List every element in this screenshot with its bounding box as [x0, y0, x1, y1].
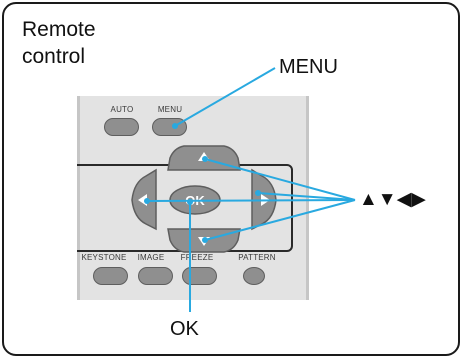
- left-callout-line: [146, 199, 356, 202]
- pattern-button[interactable]: [243, 267, 265, 285]
- down-callout-line: [204, 199, 356, 241]
- right-callout-dot: [255, 190, 261, 196]
- down-callout-dot: [202, 237, 208, 243]
- arrows-callout-label: ▲▼◀▶: [359, 189, 426, 210]
- auto-button[interactable]: [104, 118, 139, 136]
- pattern-button-label: PATTERN: [238, 253, 276, 262]
- right-callout-line: [257, 192, 356, 201]
- left-arrow-icon: [138, 194, 147, 206]
- title-line-1: Remote: [22, 18, 96, 41]
- figure-title: Remote control: [22, 16, 96, 70]
- remote-edge-left: [77, 96, 80, 300]
- up-callout-line: [204, 158, 356, 201]
- callout-lines: [146, 67, 356, 312]
- keystone-button-label: KEYSTONE: [81, 253, 127, 262]
- menu-callout-label: MENU: [279, 56, 338, 78]
- title-line-2: control: [22, 45, 86, 68]
- ok-callout-label: OK: [170, 318, 199, 340]
- keystone-button[interactable]: [93, 267, 128, 285]
- auto-button-label: AUTO: [110, 105, 134, 114]
- image-button[interactable]: [138, 267, 173, 285]
- up-callout-dot: [202, 156, 208, 162]
- remote-edge-right: [306, 96, 309, 300]
- ok-callout-dot: [187, 199, 193, 205]
- callout-dots: [144, 123, 261, 243]
- menu-button[interactable]: [152, 118, 187, 136]
- freeze-button-label: FREEZE: [180, 253, 214, 262]
- left-callout-dot: [144, 198, 150, 204]
- menu-callout-line: [174, 67, 276, 127]
- menu-callout-dot: [172, 123, 178, 129]
- menu-button-label: MENU: [157, 105, 183, 114]
- image-button-label: IMAGE: [137, 253, 165, 262]
